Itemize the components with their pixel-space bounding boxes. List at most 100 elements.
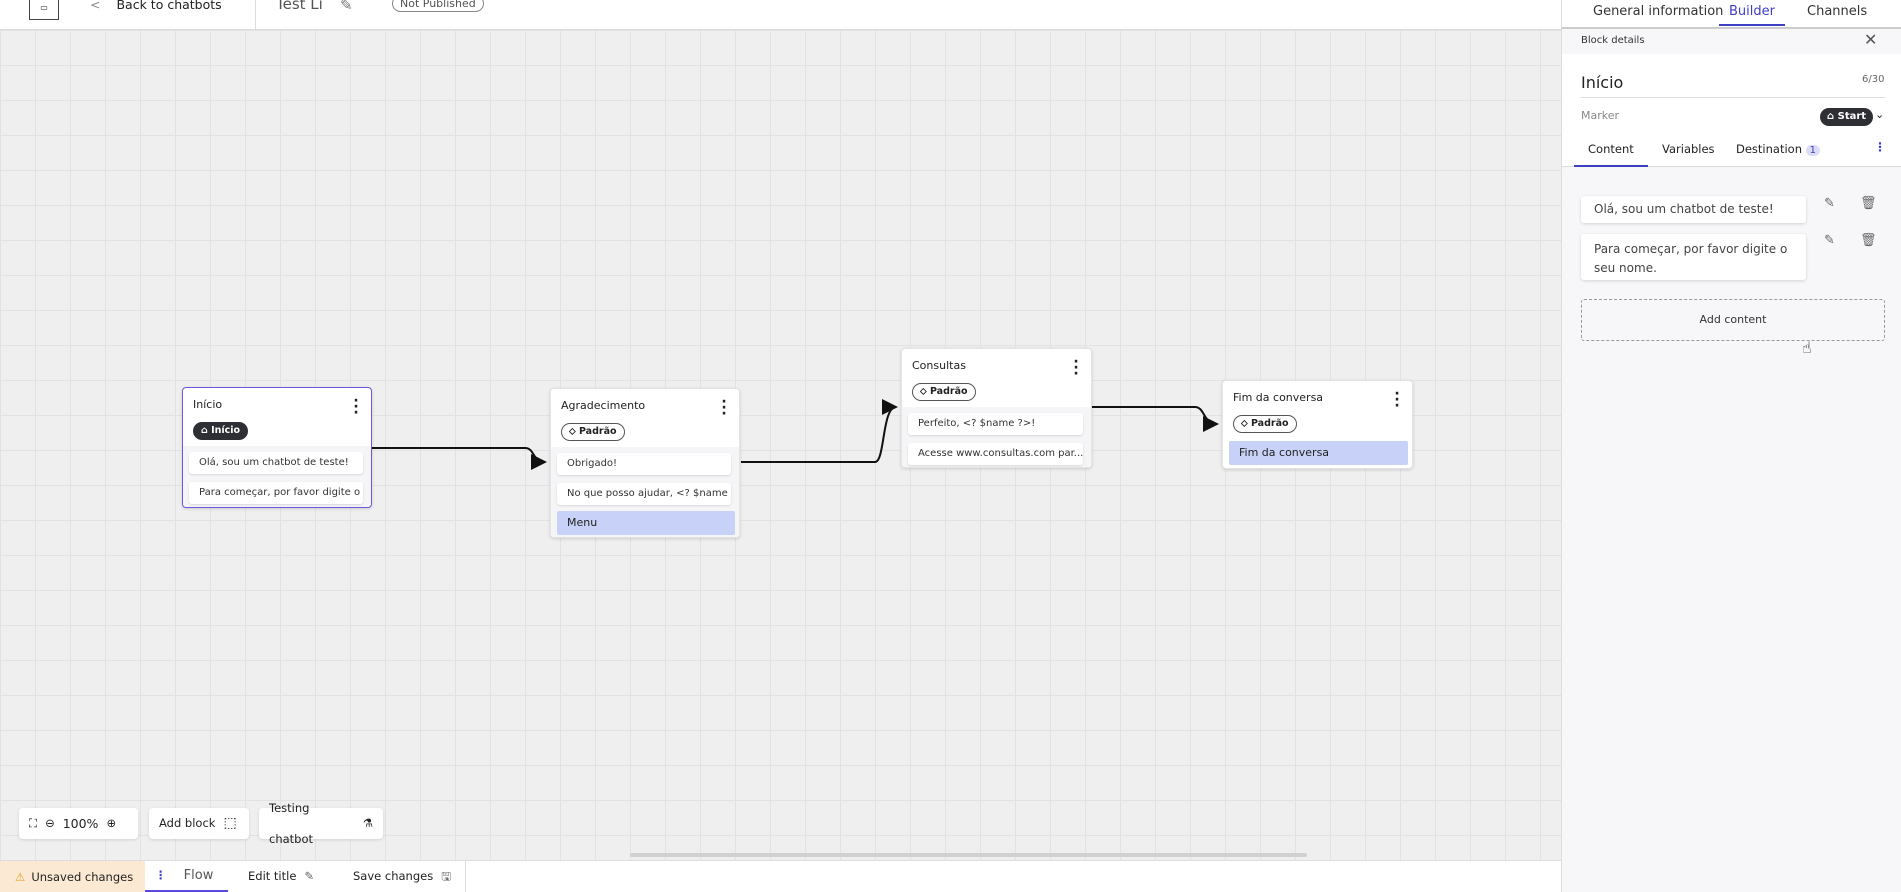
more-options-icon[interactable]: ··· <box>721 394 727 422</box>
edit-title-button[interactable]: Edit title ✎ <box>248 869 314 883</box>
save-changes-button[interactable]: Save changes 🖫 <box>353 869 451 888</box>
tag-label: Padrão <box>1250 418 1289 429</box>
top-bar: ▭ < Back to chatbots Test Li ✎ Not Publi… <box>0 0 1561 30</box>
marker-label: Marker <box>1581 109 1620 122</box>
edit-pencil-icon[interactable]: ✎ <box>1824 233 1835 248</box>
divider <box>465 861 466 892</box>
bottom-bar: ⚠ Unsaved changes ⋮ Flow Edit title ✎ Sa… <box>0 860 1561 892</box>
tab-general-information[interactable]: General information <box>1593 4 1724 19</box>
divider <box>255 0 256 30</box>
block-body: Obrigado! No que posso ajudar, <? $name … <box>551 447 739 537</box>
destination-count-badge: 1 <box>1805 145 1821 156</box>
block-title: Consultas <box>912 359 966 372</box>
tab-builder[interactable]: Builder <box>1719 4 1785 26</box>
tag-icon: ⬦ <box>920 386 930 397</box>
unsaved-changes-indicator: ⚠ Unsaved changes <box>0 861 145 892</box>
block-title: Agradecimento <box>561 399 646 412</box>
marker-tag: ⬦ Padrão <box>561 423 625 441</box>
block-body: Fim da conversa <box>1223 439 1412 468</box>
save-icon: 🖫 <box>441 869 452 883</box>
more-options-icon[interactable]: ⋮ <box>155 868 167 882</box>
message-item[interactable]: Olá, sou um chatbot de teste! <box>189 452 363 474</box>
tab-destination[interactable]: Destination 1 <box>1736 142 1821 156</box>
more-options-icon[interactable]: ··· <box>1394 386 1400 414</box>
block-node-agradecimento[interactable]: Agradecimento ··· ⬦ Padrão Obrigado! No … <box>550 388 740 538</box>
home-icon: ⌂ <box>1827 111 1838 122</box>
marker-tag: ⬦ Padrão <box>1233 415 1297 433</box>
add-content-button[interactable]: Add content <box>1581 299 1885 341</box>
back-to-chatbots-link[interactable]: < Back to chatbots <box>90 0 222 12</box>
message-item[interactable]: Perfeito, <? $name ?>! <box>908 413 1083 435</box>
flask-icon: ⚗ <box>362 816 373 830</box>
trash-icon[interactable]: 🗑 <box>1860 233 1877 248</box>
divider <box>1581 97 1885 98</box>
trash-icon[interactable]: 🗑 <box>1860 196 1877 211</box>
block-title: Fim da conversa <box>1233 391 1324 404</box>
unsaved-label: Unsaved changes <box>31 869 134 884</box>
block-node-fim-da-conversa[interactable]: Fim da conversa ··· ⬦ Padrão Fim da conv… <box>1222 380 1413 469</box>
block-title-input[interactable]: Início <box>1581 73 1624 92</box>
tab-flow[interactable]: Flow <box>145 861 228 892</box>
save-changes-label: Save changes <box>353 869 434 883</box>
logo-icon: ▭ <box>29 0 59 20</box>
tag-label: Início <box>211 425 241 436</box>
home-icon: ⌂ <box>201 425 212 436</box>
chevron-down-icon[interactable]: ⌄ <box>1875 108 1885 121</box>
message-item[interactable]: Para começar, por favor digite o ... <box>189 482 363 504</box>
block-body: Olá, sou um chatbot de teste! Para começ… <box>183 446 371 507</box>
nav-tabs: General information Builder Channels <box>1562 0 1901 29</box>
message-item[interactable]: Obrigado! <box>557 453 731 475</box>
tag-icon: ⬦ <box>1241 418 1251 429</box>
hand-cursor-icon: ☝ <box>1802 338 1812 357</box>
block-details-panel: General information Builder Channels Blo… <box>1561 0 1901 892</box>
zoom-controls: ⛶ ⊖ 100% ⊕ <box>19 808 138 839</box>
marker-value: Start <box>1837 111 1867 122</box>
content-item[interactable]: Para começar, por favor digite o seu nom… <box>1581 234 1806 280</box>
block-title: Início <box>193 398 223 411</box>
more-options-icon[interactable]: ··· <box>353 393 359 421</box>
menu-item[interactable]: Menu <box>557 511 735 535</box>
zoom-out-icon[interactable]: ⊖ <box>45 816 55 830</box>
zoom-level: 100% <box>62 816 99 831</box>
testing-label: Testing chatbot <box>269 800 314 846</box>
menu-item[interactable]: Fim da conversa <box>1229 441 1408 465</box>
marker-tag: ⌂ Início <box>193 422 249 440</box>
pencil-icon: ✎ <box>304 869 315 883</box>
back-label: Back to chatbots <box>116 0 222 12</box>
tab-channels[interactable]: Channels <box>1807 4 1868 19</box>
content-item[interactable]: Olá, sou um chatbot de teste! <box>1581 196 1806 223</box>
close-icon[interactable]: ✕ <box>1864 30 1878 49</box>
block-node-inicio[interactable]: Início ··· ⌂ Início Olá, sou um chatbot … <box>182 387 372 508</box>
zoom-in-icon[interactable]: ⊕ <box>106 816 117 830</box>
chatbot-title: Test Li <box>276 0 323 13</box>
warning-icon: ⚠ <box>15 869 26 884</box>
block-body: Perfeito, <? $name ?>! Acesse www.consul… <box>902 407 1091 467</box>
block-node-consultas[interactable]: Consultas ··· ⬦ Padrão Perfeito, <? $nam… <box>901 348 1092 468</box>
status-badge: Not Published <box>392 0 484 12</box>
more-options-icon[interactable]: ⋮ <box>1874 140 1886 154</box>
fit-screen-icon[interactable]: ⛶ <box>29 816 38 830</box>
edit-title-label: Edit title <box>248 869 297 883</box>
message-item[interactable]: Acesse www.consultas.com par... <box>908 443 1083 465</box>
panel-header: Block details <box>1581 35 1645 46</box>
testing-chatbot-button[interactable]: Testing chatbot ⚗ <box>259 801 383 846</box>
add-block-icon: ⬚ <box>223 815 237 831</box>
add-block-button[interactable]: Add block ⬚ <box>149 808 249 839</box>
destination-label: Destination <box>1736 142 1802 156</box>
horizontal-scrollbar[interactable] <box>630 853 1307 857</box>
tab-content[interactable]: Content <box>1574 142 1648 167</box>
marker-select[interactable]: ⌂ Start <box>1820 108 1874 126</box>
tag-label: Padrão <box>578 426 617 437</box>
tag-icon: ⬦ <box>569 426 579 437</box>
content-tabs: Content Variables Destination 1 ⋮ <box>1562 136 1901 167</box>
add-block-label: Add block <box>159 816 216 830</box>
message-item[interactable]: No que posso ajudar, <? $name ... <box>557 483 731 505</box>
edit-title-pencil-icon[interactable]: ✎ <box>340 0 353 14</box>
tab-variables[interactable]: Variables <box>1662 142 1715 156</box>
char-count: 6/30 <box>1862 74 1885 85</box>
marker-tag: ⬦ Padrão <box>912 383 976 401</box>
chevron-left-icon: < <box>90 0 101 12</box>
more-options-icon[interactable]: ··· <box>1073 354 1079 382</box>
edit-pencil-icon[interactable]: ✎ <box>1824 196 1835 211</box>
tag-label: Padrão <box>929 386 968 397</box>
